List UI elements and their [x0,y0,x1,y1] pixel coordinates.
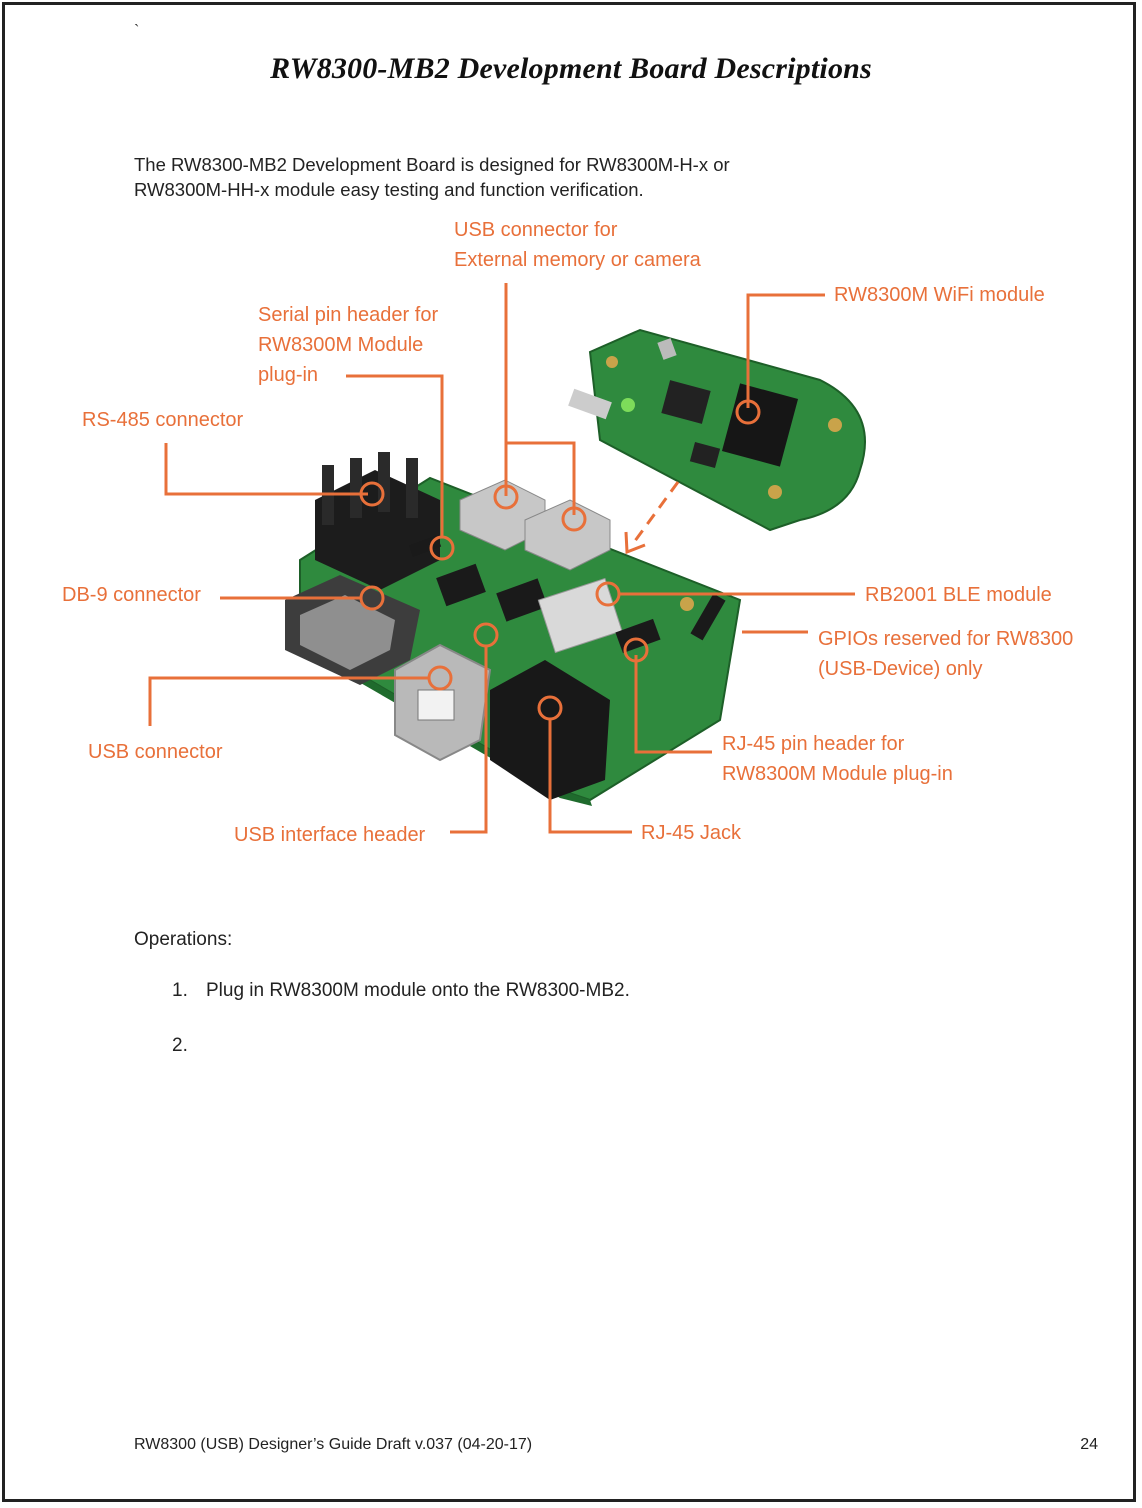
callout-serial-line-3: plug-in [258,364,319,386]
intro-paragraph: The RW8300-MB2 Development Board is desi… [134,152,934,202]
callout-usb-external-line-2: External memory or camera [454,249,701,271]
callout-serial-line-1: Serial pin header for [258,304,439,326]
step-text: Plug in RW8300M module onto the RW8300-M… [206,980,630,1001]
callout-leaders [148,283,855,834]
intro-line-1: The RW8300-MB2 Development Board is desi… [134,154,730,175]
operations-heading: Operations: [134,929,233,950]
callout-serial-line-2: RW8300M Module [258,334,424,356]
intro-line-2: RW8300M-HH-x module easy testing and fun… [134,179,644,200]
callout-rs485: RS-485 connector [82,409,244,431]
step-number: 1. [172,980,188,1001]
callout-ble-module: RB2001 BLE module [865,584,1052,606]
callout-rj45-header-line-2: RW8300M Module plug-in [722,763,953,785]
callout-gpio: GPIOs reserved for RW8300 (USB-Device) o… [818,624,1073,684]
operation-step: 2. [172,1035,206,1057]
operation-step: 1. Plug in RW8300M module onto the RW8300… [172,980,630,1002]
callout-rj45-jack: RJ-45 Jack [641,822,742,844]
callout-gpio-line-2: (USB-Device) only [818,658,983,680]
callout-rj45-header-line-1: RJ-45 pin header for [722,733,905,755]
main-board [285,452,742,806]
callout-gpio-line-1: GPIOs reserved for RW8300 [818,628,1074,650]
insert-arrow [624,481,680,555]
page-number: 24 [1080,1436,1098,1453]
callout-rj45-header: RJ-45 pin header for RW8300M Module plug… [722,729,953,789]
board-diagram [148,283,866,834]
callout-usb-external: USB connector for External memory or cam… [454,215,701,275]
wifi-module-board [568,328,866,532]
footer-doc-info: RW8300 (USB) Designer’s Guide Draft v.03… [134,1436,533,1453]
page-title: RW8300-MB2 Development Board Description… [270,52,872,85]
callout-db9: DB-9 connector [62,584,201,606]
callout-usb-external-line-1: USB connector for [454,219,618,241]
step-number: 2. [172,1035,188,1056]
stray-mark: ` [134,22,140,39]
callout-wifi-module: RW8300M WiFi module [834,284,1045,306]
callout-usb-connector: USB connector [88,741,223,763]
callout-serial-header: Serial pin header for RW8300M Module plu… [258,300,438,390]
callout-usb-interface-header: USB interface header [234,824,426,846]
